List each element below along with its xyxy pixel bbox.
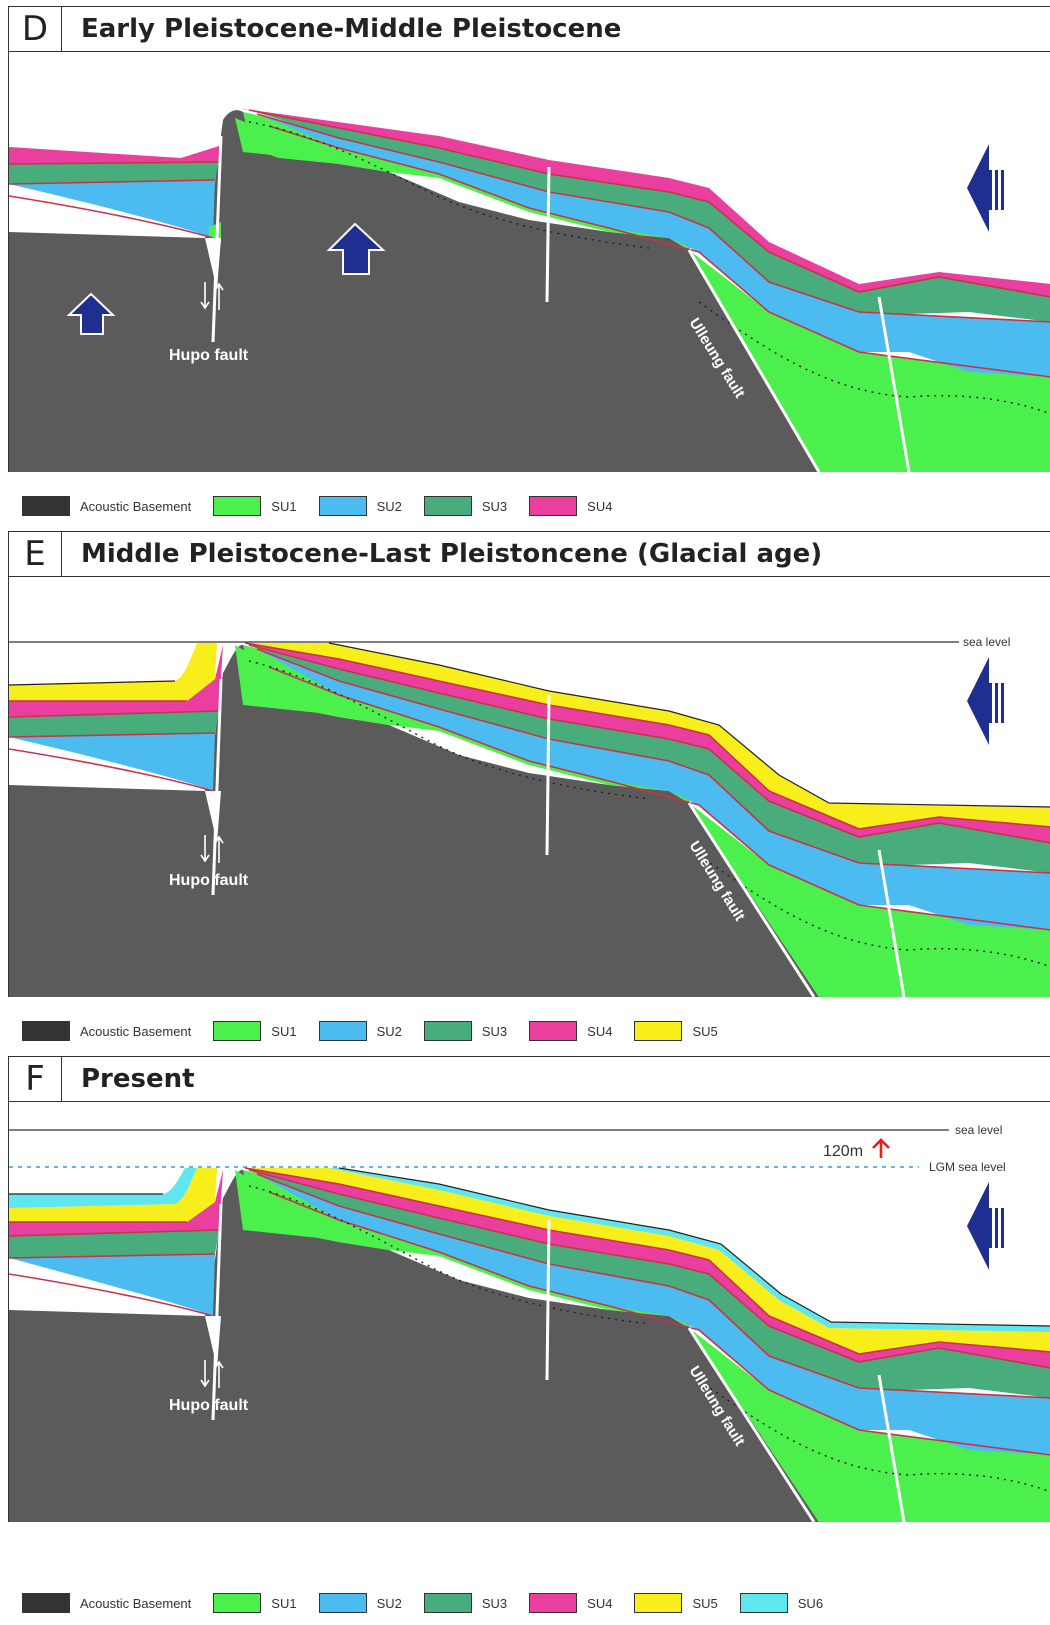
acoustic-basement — [9, 110, 819, 472]
cross-section-d: Hupo fault Ulleung fault — [8, 52, 1050, 472]
lgm-sea-level-label: LGM sea level — [929, 1160, 1006, 1174]
panel-title: Early Pleistocene-Middle Pleistocene — [81, 14, 622, 44]
legend-d: Acoustic Basement SU1 SU2 SU3 SU4 — [22, 495, 634, 517]
su3-layer — [249, 110, 1050, 322]
up-arrow-icon — [872, 1138, 890, 1158]
hupo-fault-label: Hupo fault — [169, 872, 249, 889]
legend-item: SU3 — [423, 1021, 507, 1041]
legend-e: Acoustic Basement SU1 SU2 SU3 SU4 SU5 — [22, 1020, 740, 1042]
panel-d-header: D Early Pleistocene-Middle Pleistocene — [8, 6, 1050, 52]
legend-item: SU4 — [529, 1593, 612, 1613]
legend-item: Acoustic Basement — [22, 1593, 191, 1613]
panel-letter: F — [9, 1057, 62, 1101]
hupo-fault-label: Hupo fault — [169, 347, 249, 364]
su2-layer — [9, 180, 215, 238]
legend-item: SU2 — [318, 1021, 402, 1041]
hupo-fault-label: Hupo fault — [169, 1397, 249, 1414]
sea-level-label: sea level — [955, 1123, 1002, 1137]
legend-item: SU4 — [529, 1021, 612, 1041]
uplift-arrow-icon — [326, 222, 386, 275]
legend-item: SU4 — [529, 496, 612, 516]
panel-letter: D — [9, 7, 62, 51]
su1-layer — [235, 118, 1050, 472]
sea-level-label: sea level — [963, 635, 1010, 649]
su4-layer — [9, 146, 219, 164]
legend-item: Acoustic Basement — [22, 496, 191, 516]
legend-item: SU6 — [739, 1593, 823, 1613]
compression-arrow-icon — [967, 657, 1004, 745]
cross-section-e: sea level — [8, 577, 1050, 997]
panel-letter: E — [9, 532, 62, 576]
su3-layer — [9, 162, 219, 184]
panel-title: Present — [81, 1064, 195, 1094]
legend-item: SU5 — [634, 1593, 718, 1613]
panel-title: Middle Pleistocene-Last Pleistoncene (Gl… — [81, 539, 823, 569]
cross-section-f: sea level LGM sea level 120m — [8, 1102, 1050, 1522]
legend-item: SU5 — [634, 1021, 718, 1041]
panel-e-header: E Middle Pleistocene-Last Pleistoncene (… — [8, 531, 1050, 577]
legend-item: SU2 — [318, 496, 402, 516]
legend-item: Acoustic Basement — [22, 1021, 191, 1041]
legend-item: SU1 — [213, 1021, 297, 1041]
compression-arrow-icon — [967, 1182, 1004, 1270]
panel-f-header: F Present — [8, 1056, 1050, 1102]
su4-layer — [237, 108, 1050, 297]
sea-level-rise-label: 120m — [823, 1143, 863, 1160]
legend-item: SU1 — [213, 496, 297, 516]
compression-arrow-icon — [967, 144, 1004, 232]
legend-item: SU1 — [213, 1593, 297, 1613]
uplift-arrow-icon — [66, 292, 116, 335]
legend-f: Acoustic Basement SU1 SU2 SU3 SU4 SU5 SU… — [22, 1592, 845, 1614]
legend-item: SU3 — [423, 496, 507, 516]
legend-item: SU2 — [318, 1593, 402, 1613]
legend-item: SU3 — [423, 1593, 507, 1613]
